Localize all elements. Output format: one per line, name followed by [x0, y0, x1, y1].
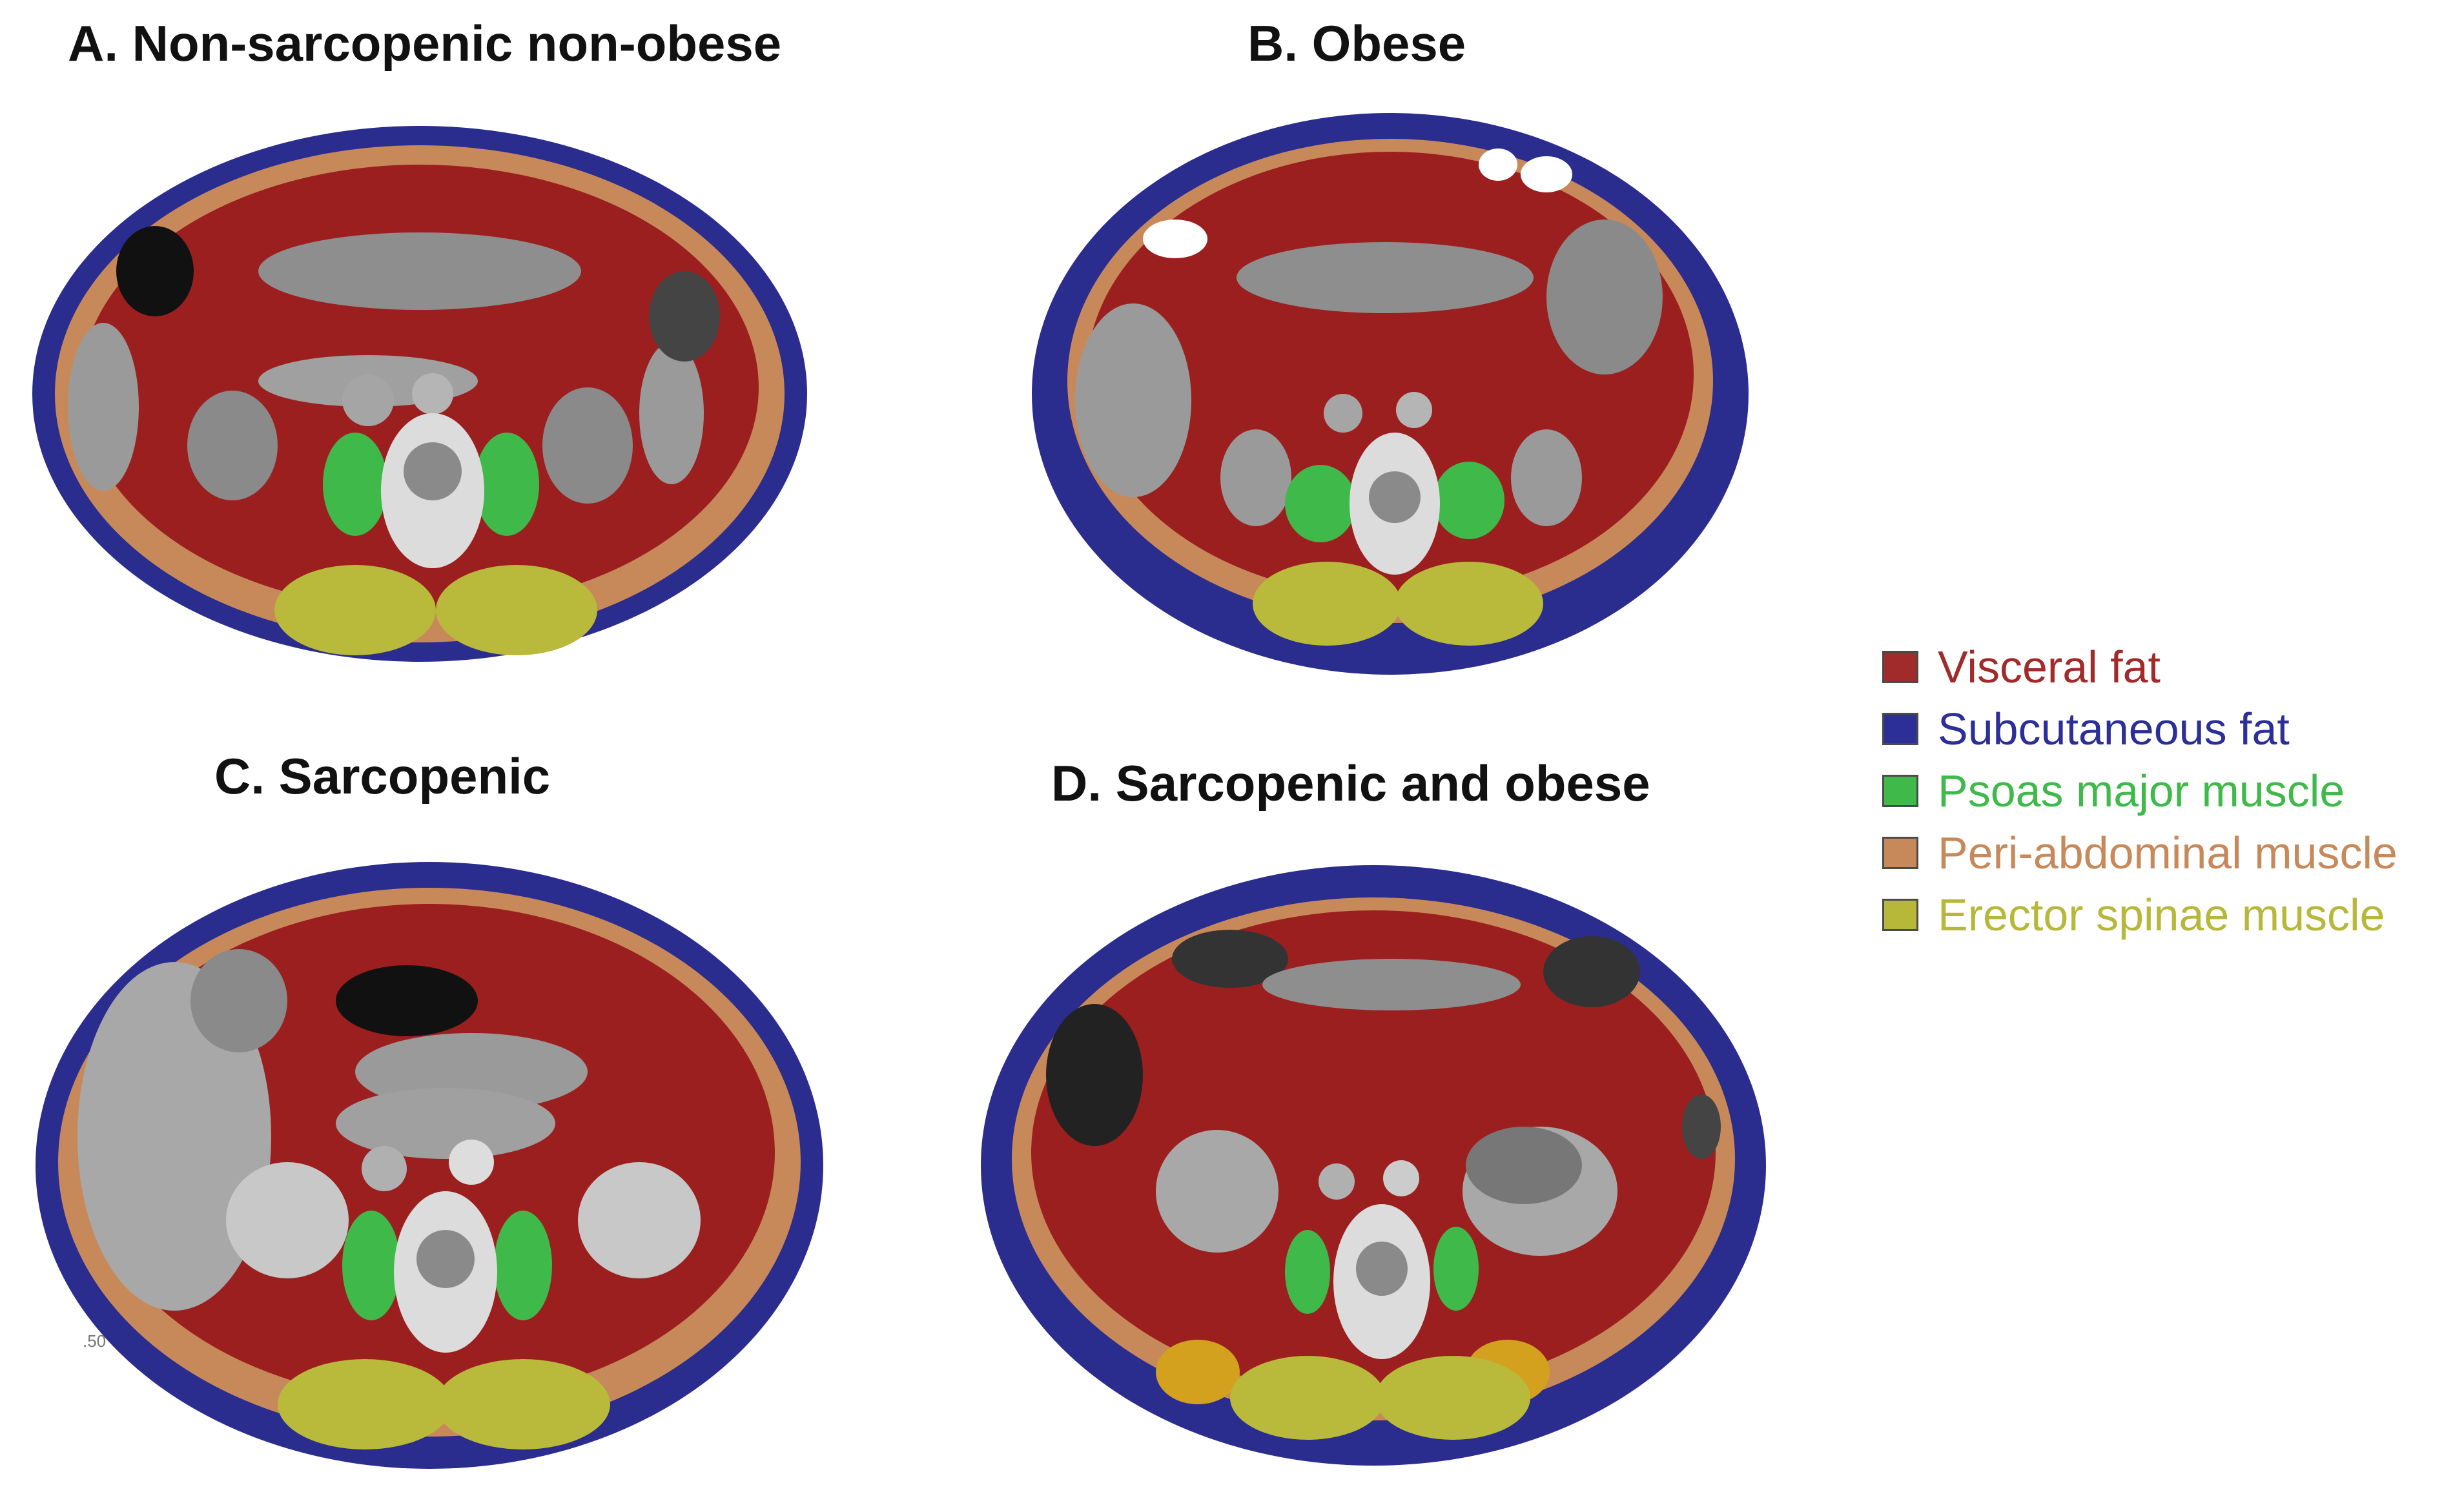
legend-swatch [1882, 837, 1918, 869]
ct-scan-c [36, 862, 823, 1469]
ct-scan-d [981, 865, 1766, 1466]
panel-title-c: C. Sarcopenic [214, 748, 551, 804]
legend-swatch [1882, 775, 1918, 807]
scan-marker-text: .50 [83, 1331, 107, 1351]
legend-item-psoas-major-muscle: Psoas major muscle [1882, 760, 2397, 822]
legend-item-subcutaneous-fat: Subcutaneous fat [1882, 698, 2397, 760]
panel-title-b: B. Obese [1247, 15, 1466, 72]
legend-label: Visceral fat [1938, 642, 2161, 692]
legend-label: Erector spinae muscle [1938, 890, 2385, 940]
legend-item-visceral-fat: Visceral fat [1882, 636, 2397, 698]
legend-label: Subcutaneous fat [1938, 704, 2290, 754]
legend-item-peri-abdominal-muscle: Peri-abdominal muscle [1882, 822, 2397, 884]
legend: Visceral fat Subcutaneous fat Psoas majo… [1882, 636, 2397, 946]
ct-scan-b [1032, 113, 1749, 675]
panel-title-d: D. Sarcopenic and obese [1051, 755, 1650, 812]
legend-label: Psoas major muscle [1938, 766, 2345, 816]
legend-label: Peri-abdominal muscle [1938, 828, 2397, 878]
legend-swatch [1882, 899, 1918, 931]
ct-scan-a [32, 126, 807, 662]
legend-swatch [1882, 651, 1918, 683]
panel-title-a: A. Non-sarcopenic non-obese [68, 15, 782, 72]
legend-item-erector-spinae-muscle: Erector spinae muscle [1882, 884, 2397, 946]
legend-swatch [1882, 713, 1918, 745]
